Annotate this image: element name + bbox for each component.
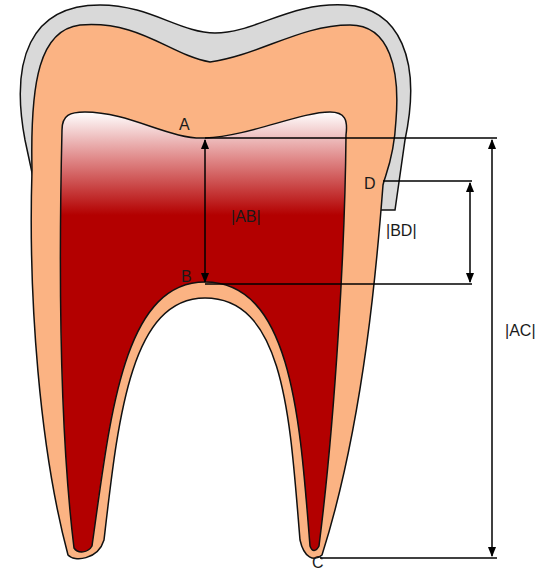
dimension-lines	[205, 138, 497, 558]
point-label: A	[179, 116, 190, 134]
point-label: D	[364, 175, 376, 193]
dimension-label: |AB|	[231, 208, 261, 226]
dentin	[31, 25, 397, 559]
dimension-label: |BD|	[386, 222, 417, 240]
point-label: C	[312, 554, 324, 572]
pulp	[61, 112, 347, 552]
point-label: B	[181, 268, 192, 286]
dimension-label: |AC|	[505, 322, 536, 340]
